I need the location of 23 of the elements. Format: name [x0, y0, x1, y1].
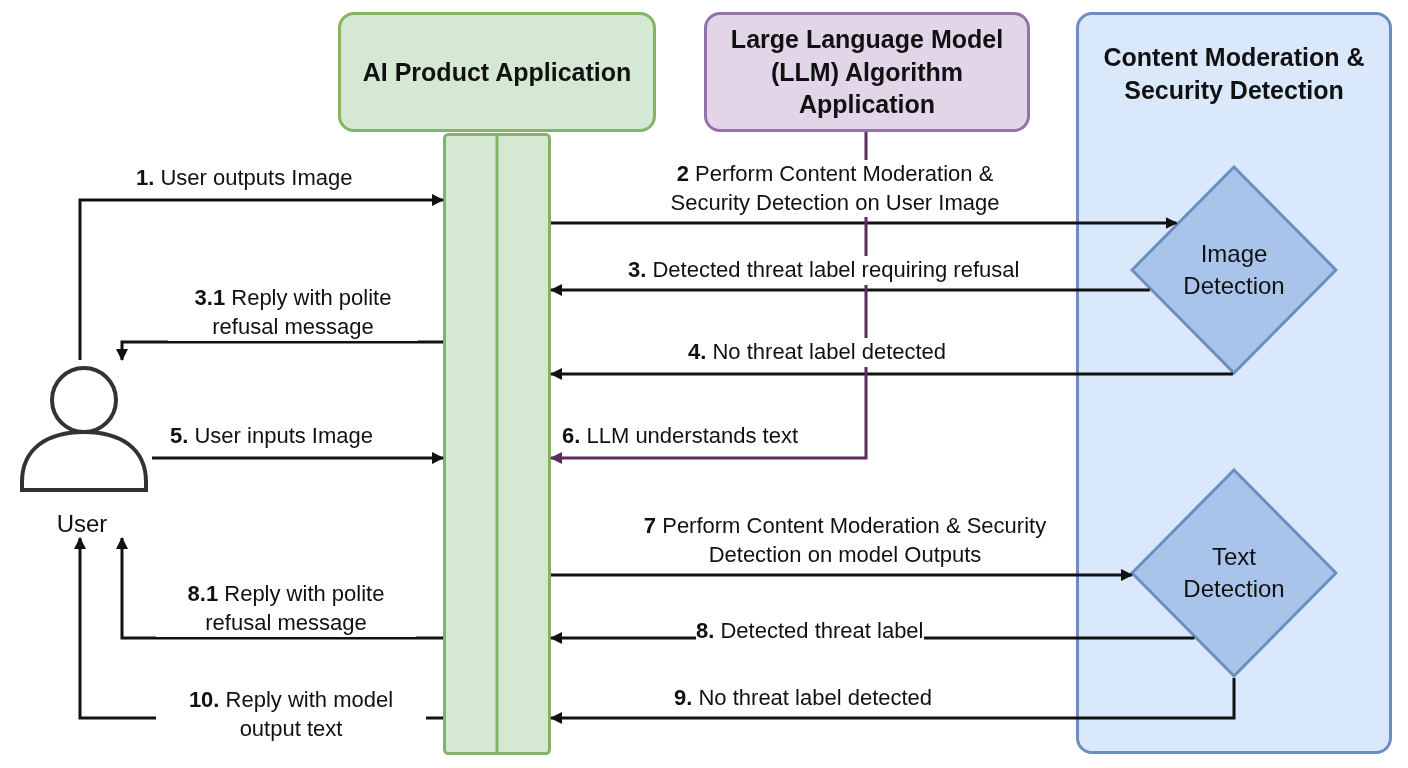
activation-bar [443, 133, 551, 755]
diamond-label: Text Detection [1182, 541, 1286, 604]
arrow [116, 340, 443, 361]
header-text: Large Language Model (LLM) Algorithm Application [729, 24, 1005, 121]
decision-diamond [1130, 468, 1338, 678]
swimlane-panel [1076, 12, 1392, 754]
lifeline-header-box [338, 12, 656, 132]
arrow [78, 194, 444, 360]
arrow [550, 284, 1150, 296]
lifeline-header-box [704, 12, 1030, 132]
edge-label: 4. No threat label detected [688, 338, 947, 367]
header-text: AI Product Application [361, 56, 633, 88]
actor-label: User [55, 510, 109, 538]
arrow [550, 368, 1233, 380]
arrow [116, 537, 443, 640]
arrow [152, 452, 444, 464]
edge-label: 3. Detected threat label requiring refusal [628, 256, 1020, 285]
arrow [551, 217, 1178, 229]
panel-title: Content Moderation & Security Detection [1102, 42, 1366, 106]
diamond-label: Image Detection [1182, 238, 1286, 301]
decision-diamond [1130, 165, 1338, 375]
arrow [550, 678, 1236, 724]
arrow [551, 569, 1133, 581]
